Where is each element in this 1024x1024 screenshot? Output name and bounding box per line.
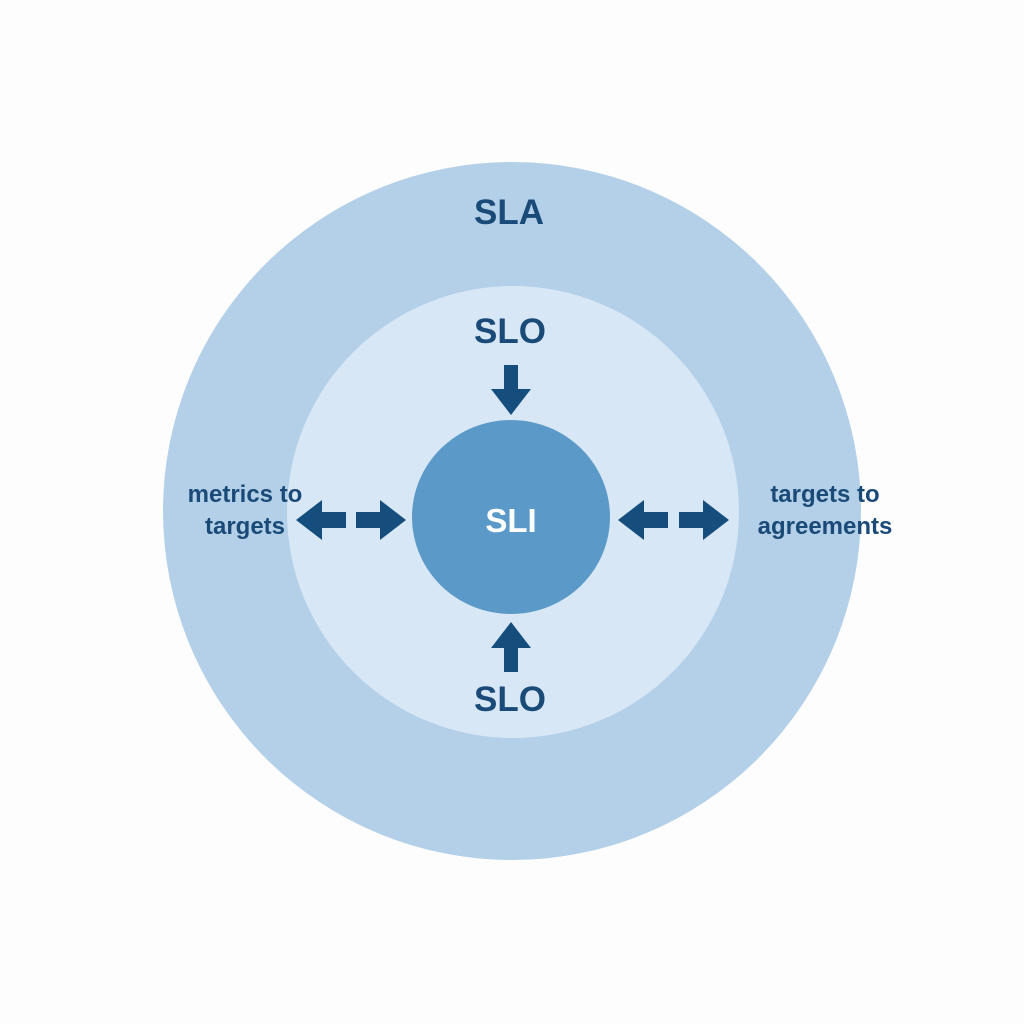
right-caption-line-1: targets to (770, 481, 880, 508)
arrow-up-icon (491, 622, 531, 672)
left-caption-line-2: targets (204, 513, 286, 540)
arrow-left-icon (618, 500, 668, 540)
arrow-right-icon (356, 500, 406, 540)
left-caption-line-1: metrics to (187, 481, 303, 508)
sla-label: SLA (474, 193, 544, 232)
right-caption: targets to agreements (740, 479, 910, 543)
arrow-left-icon (296, 500, 346, 540)
arrow-down-icon (491, 365, 531, 415)
slo-top-label: SLO (474, 312, 546, 351)
sli-label: SLI (485, 502, 537, 539)
right-caption-line-2: agreements (757, 513, 893, 540)
sli-core (412, 420, 610, 614)
slo-bottom-label: SLO (474, 680, 546, 719)
left-caption: metrics to targets (166, 479, 324, 543)
arrow-right-icon (679, 500, 729, 540)
